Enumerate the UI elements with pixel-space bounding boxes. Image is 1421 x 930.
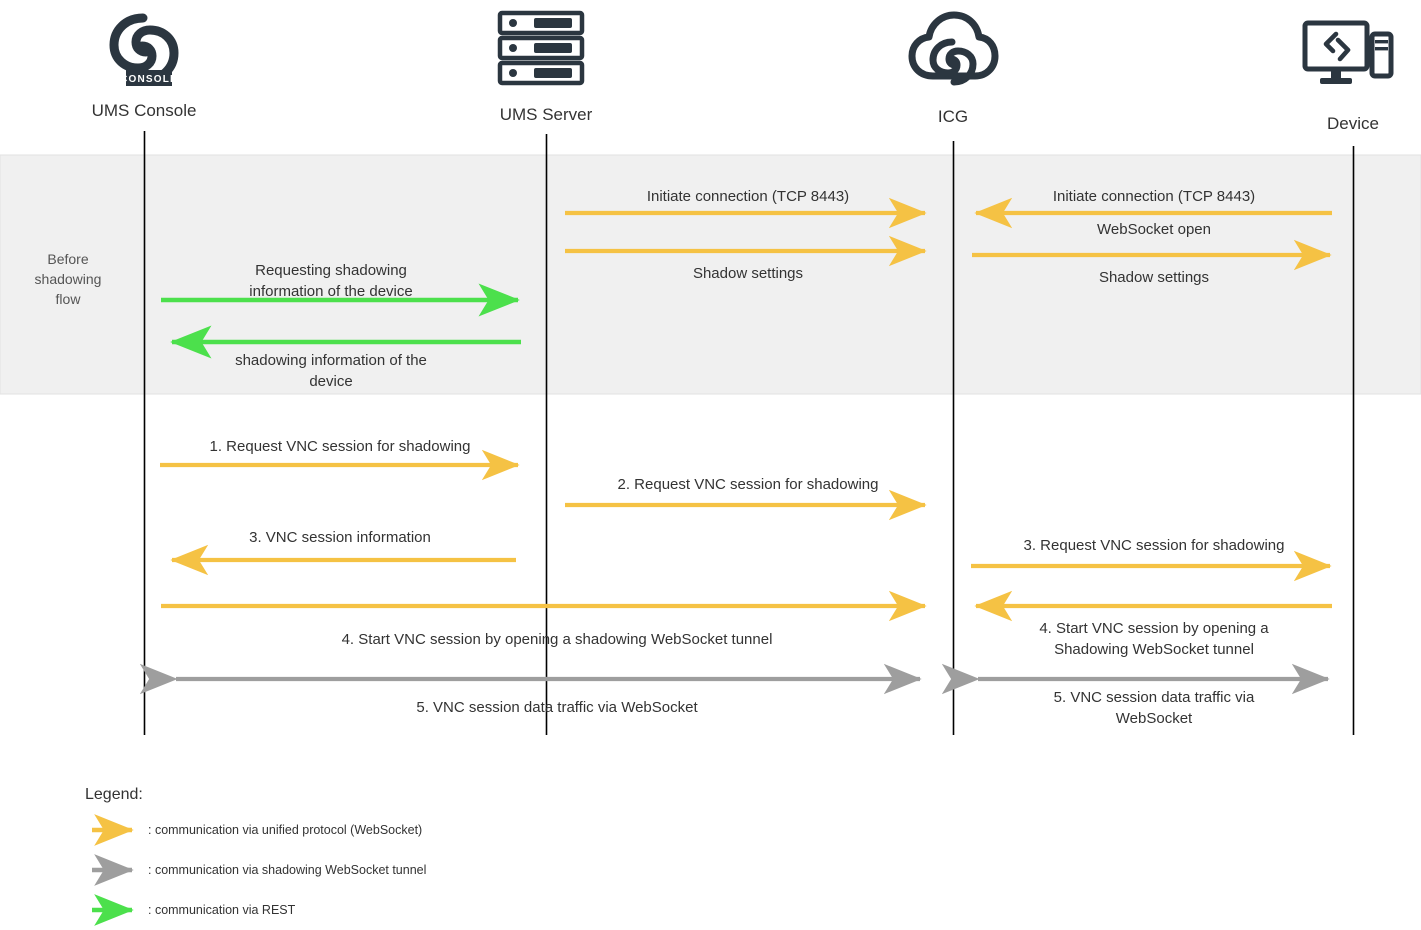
message-label-websocket-open: WebSocket open: [1097, 221, 1211, 238]
server-rack-icon: [491, 8, 591, 93]
message-label-step3-request-vnc-session-device: 3. Request VNC session for shadowing: [1023, 537, 1285, 554]
message-label-step1: 1. Request VNC session for shadowing: [209, 438, 471, 455]
legend-item-unified-protocol: : communication via unified protocol (We…: [148, 823, 423, 837]
message-label-step2: 2. Request VNC session for shadowing: [617, 476, 879, 493]
before-shadowing-band: [0, 154, 1421, 395]
message-label-requesting-shadowing-info: Requesting shadowing information of the …: [249, 262, 413, 300]
message-label-step3-vnc-session-information: 3. VNC session information: [249, 529, 431, 546]
message-label-initiate-connection-device-icg: Initiate connection (TCP 8443): [1052, 188, 1256, 205]
message-label-step4-device: 4. Start VNC session by opening a Shadow…: [1039, 620, 1269, 658]
message-label-shadow-settings-icg-device: Shadow settings: [1098, 269, 1210, 286]
cloud-gateway-icon: [907, 10, 999, 97]
legend-item-rest: : communication via REST: [148, 903, 296, 917]
legend-item-shadowing-tunnel: : communication via shadowing WebSocket …: [148, 863, 427, 877]
message-label-shadowing-info-response: shadowing information of the device: [235, 352, 427, 390]
svg-text:CONSOLE: CONSOLE: [120, 74, 178, 85]
actor-label-ums-console: UMS Console: [91, 101, 197, 120]
band-label-before-shadowing-flow: Before shadowing flow: [34, 251, 102, 307]
actor-label-icg: ICG: [937, 107, 969, 126]
message-label-step5-device: 5. VNC session data traffic via WebSocke…: [1053, 689, 1255, 727]
message-label-step5: 5. VNC session data traffic via WebSocke…: [416, 699, 698, 716]
desktop-device-icon: [1300, 18, 1396, 95]
legend-title: Legend:: [85, 786, 143, 803]
message-label-initiate-connection-server-icg: Initiate connection (TCP 8443): [646, 188, 850, 205]
actor-label-device: Device: [1327, 114, 1379, 133]
message-label-shadow-settings-server-icg: Shadow settings: [692, 265, 804, 282]
ums-console-logo-icon: CONSOLE: [96, 8, 192, 99]
actor-label-ums-server: UMS Server: [499, 105, 593, 124]
message-label-step4: 4. Start VNC session by opening a shadow…: [341, 631, 773, 648]
